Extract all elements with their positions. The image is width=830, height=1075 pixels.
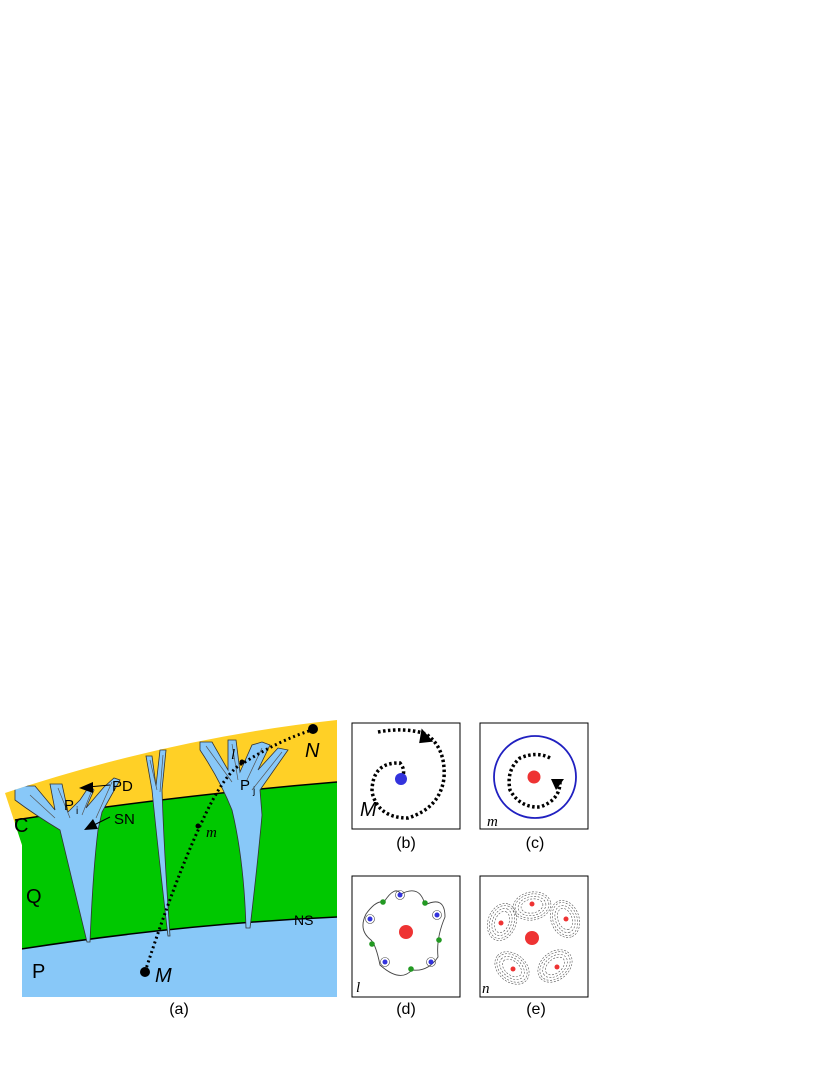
- panel-d: l (d): [351, 875, 461, 1018]
- caption-b: (b): [396, 835, 416, 852]
- panel-b-corner-label: M: [360, 799, 377, 821]
- point-M-label: M: [155, 965, 172, 987]
- panel-d-green-dot: [422, 900, 428, 906]
- panel-c-dot: [527, 770, 541, 784]
- point-m: [195, 823, 201, 829]
- panel-d-green-dot: [408, 966, 414, 972]
- dendrite-pi: [14, 777, 121, 943]
- panel-e-vortex-dot: [498, 920, 504, 926]
- panel-d-center-dot: [399, 925, 413, 939]
- panel-e-vortex-dot: [554, 964, 560, 970]
- panel-d-blue-dot: [434, 912, 440, 918]
- caption-d: (d): [396, 1001, 416, 1018]
- point-l-label: l: [231, 747, 235, 763]
- panel-e-corner-label: n: [482, 981, 490, 997]
- blue-band-p: [15, 917, 337, 997]
- panel-e-vortex-dot: [529, 901, 535, 907]
- sn-label: SN: [114, 811, 135, 828]
- sn-arrow: [84, 816, 111, 830]
- panel-b-dot: [395, 773, 407, 785]
- panel-e-vortex-dot: [510, 966, 516, 972]
- caption-a: (a): [169, 1001, 189, 1018]
- point-l: [239, 759, 245, 765]
- panel-d-blue-dot: [367, 916, 373, 922]
- panel-c-ring: [493, 735, 577, 819]
- region-p-label: P: [32, 961, 45, 983]
- panel-d-green-dot: [369, 941, 375, 947]
- panel-d-green-dot: [380, 899, 386, 905]
- point-M-marker: [140, 967, 150, 977]
- panel-d-blue-dot: [382, 959, 388, 965]
- panel-c: m (c): [479, 722, 589, 852]
- panel-b: M (b): [351, 722, 461, 852]
- caption-c: (c): [526, 835, 545, 852]
- panel-d-blue-dot: [428, 959, 434, 965]
- panel-e-vortex-dot: [563, 916, 569, 922]
- ns-label: NS: [294, 912, 313, 928]
- region-q-label: Q: [26, 886, 42, 908]
- point-N-label: N: [305, 740, 320, 762]
- point-N-marker: [308, 724, 318, 734]
- panel-e-vortex-cluster: [487, 891, 580, 985]
- panel-d-blue-dot: [397, 892, 403, 898]
- point-m-label: m: [206, 825, 217, 841]
- ns-boundary: [14, 916, 337, 951]
- panel-d-green-dot: [436, 937, 442, 943]
- pd-label: PD: [112, 778, 133, 795]
- pd-arrow: [79, 782, 111, 793]
- dendrite-middle: [145, 749, 171, 937]
- panel-c-corner-label: m: [487, 814, 498, 830]
- panel-e-center-dot: [525, 931, 539, 945]
- panel-a: [5, 720, 337, 997]
- caption-e: (e): [526, 1001, 546, 1018]
- panel-e: n (e): [479, 875, 589, 1018]
- panel-d-corner-label: l: [356, 980, 360, 996]
- region-c-label: C: [14, 815, 28, 837]
